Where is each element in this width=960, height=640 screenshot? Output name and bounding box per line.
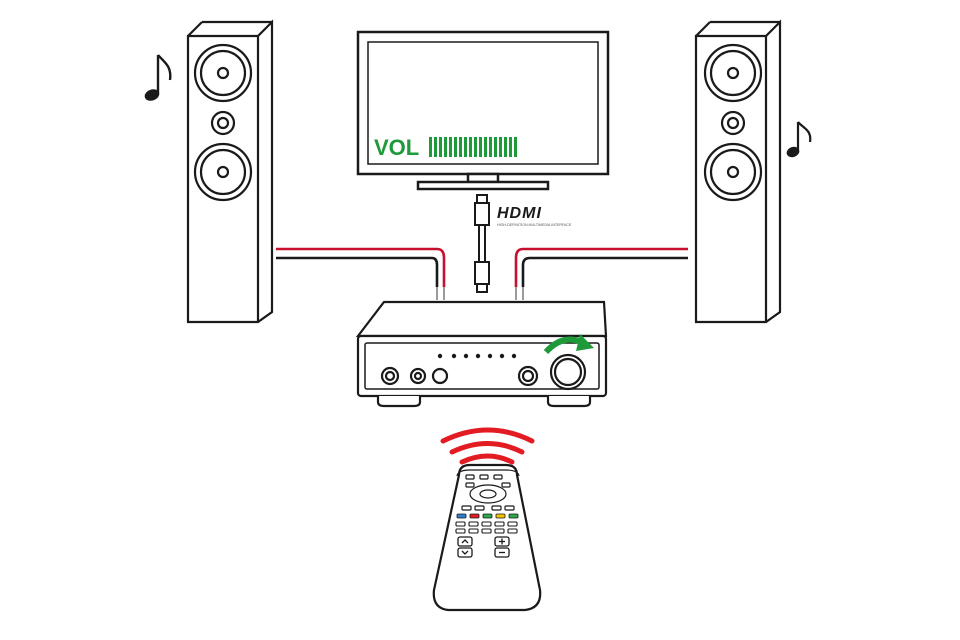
amplifier	[355, 300, 608, 408]
hdmi-tagline: HIGH-DEFINITION MULTIMEDIA INTERFACE	[497, 223, 572, 227]
amplifier-indicator-leds	[437, 353, 517, 359]
hdmi-cable	[474, 194, 490, 293]
remote-channel-down-button	[457, 547, 473, 558]
tv-volume-bar	[444, 137, 447, 157]
tv-volume-bar	[499, 137, 502, 157]
tv-volume-bar	[514, 137, 517, 157]
left-speaker-wire-tips	[436, 287, 445, 300]
left-speaker	[186, 19, 274, 324]
tv-volume-meter	[429, 137, 517, 157]
left-speaker-wire	[276, 247, 446, 287]
tv-volume-bar	[469, 137, 472, 157]
amplifier-top	[355, 300, 608, 338]
music-note-icon	[144, 54, 172, 101]
right-speaker	[694, 19, 782, 324]
tv-screen	[367, 41, 599, 165]
music-note-icon	[786, 121, 812, 158]
tv-volume-bar	[454, 137, 457, 157]
remote-number-buttons	[455, 521, 518, 534]
tv-volume-bar	[494, 137, 497, 157]
tv-volume-bar	[429, 137, 432, 157]
hdmi-logo: HDMI HIGH-DEFINITION MULTIMEDIA INTERFAC…	[497, 205, 572, 227]
tv-volume-bar	[509, 137, 512, 157]
remote-color-buttons	[456, 513, 519, 519]
tv-volume-bar	[434, 137, 437, 157]
amplifier-left-foot	[376, 396, 422, 408]
tv-volume-bar	[459, 137, 462, 157]
amplifier-small-knob-2	[431, 367, 449, 385]
tv-volume-bar	[489, 137, 492, 157]
signal-waves-icon	[440, 427, 535, 465]
remote-volume-channel-buttons	[457, 536, 510, 558]
remote-body	[432, 463, 542, 612]
television	[356, 30, 610, 191]
amplifier-right-foot	[546, 396, 592, 408]
tv-volume-bar	[464, 137, 467, 157]
remote-buttons	[461, 474, 515, 511]
tv-volume-bar	[439, 137, 442, 157]
tv-volume-bar	[479, 137, 482, 157]
right-speaker-wire	[514, 247, 688, 287]
tv-volume-bar	[504, 137, 507, 157]
tv-volume-label: VOL	[374, 135, 419, 160]
tv-volume-bar	[449, 137, 452, 157]
tv-volume-bar	[484, 137, 487, 157]
curved-arrow-icon	[543, 334, 594, 355]
remote-control	[432, 463, 542, 612]
right-speaker-wire-tips	[515, 287, 524, 300]
tv-stand-base	[416, 180, 550, 191]
tv-volume-bar	[474, 137, 477, 157]
hdmi-logo-text: HDMI	[497, 205, 542, 222]
remote-channel-up-button	[457, 536, 473, 547]
